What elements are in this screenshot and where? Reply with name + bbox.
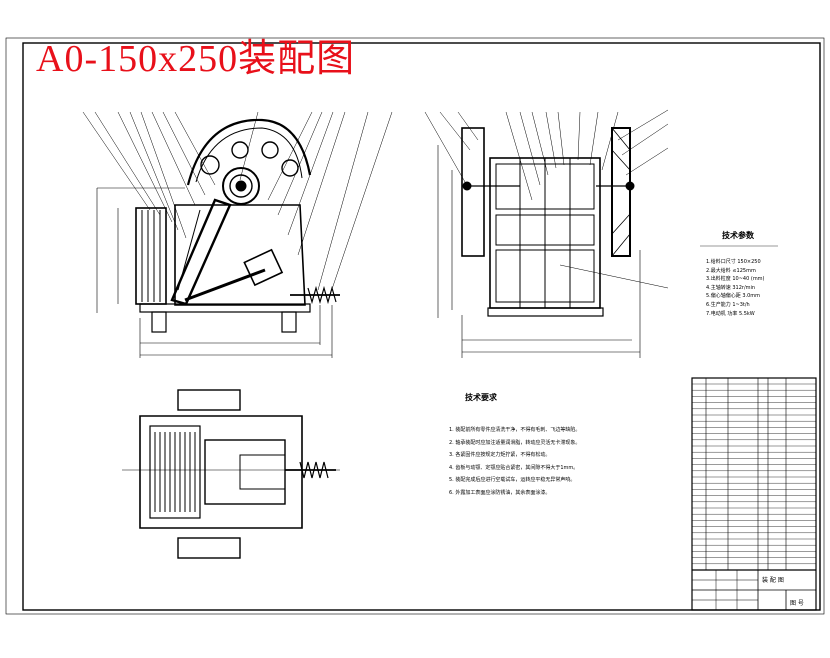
- drawing-title: A0-150x250装配图: [36, 38, 356, 80]
- tech-requirement-item: 3. 各紧固件应按规定力矩拧紧，不得有松动。: [449, 452, 551, 458]
- tech-param-item: 5.偏心轴偏心距 3.0mm: [706, 293, 761, 300]
- tech-requirement-item: 5. 装配完成后应进行空载试车，运转应平稳无异常声响。: [449, 477, 576, 483]
- tech-param-item: 1.给料口尺寸 150×250: [706, 259, 761, 265]
- tech-param-item: 7.电动机 功率 5.5kW: [706, 310, 755, 317]
- tech-requirement-item: 6. 外露加工表面应涂防锈油，其余表面涂漆。: [449, 489, 551, 496]
- side-view: [424, 109, 669, 358]
- parts-list-rows: [692, 383, 816, 564]
- tech-requirement-item: 1. 装配前所有零件应清洗干净，不得有毛刺、飞边等缺陷。: [449, 427, 581, 433]
- tech-requirement-item: 4. 齿板与动颚、定颚应贴合紧密，其间隙不得大于1mm。: [449, 464, 579, 471]
- title-block-drawing-label: 装 配 图: [762, 577, 784, 584]
- front-view: [82, 111, 393, 358]
- parts-list: [691, 377, 817, 611]
- inner-border: [22, 42, 821, 611]
- top-view: [122, 389, 340, 559]
- title-block-footer-label: 图 号: [790, 600, 804, 607]
- tech-params-heading: 技术参数: [722, 231, 754, 240]
- tech-param-item: 3.出料粒度 10~40 (mm): [706, 276, 765, 283]
- tech-params-list: 1.给料口尺寸 150×250 2.最大给料 ≤125mm 3.出料粒度 10~…: [706, 258, 765, 318]
- tech-requirements-list: 1. 装配前所有零件应清洗干净，不得有毛刺、飞边等缺陷。 2. 轴承装配时应加注…: [449, 424, 580, 499]
- outer-border: [5, 37, 825, 615]
- tech-param-item: 6.生产能力 1~3t/h: [706, 301, 750, 308]
- tech-requirement-item: 2. 轴承装配时应加注适量润滑脂，转动应灵活无卡滞现象。: [449, 439, 581, 446]
- tech-param-item: 4.主轴转速 312r/min: [706, 284, 756, 291]
- tech-param-item: 2.最大给料 ≤125mm: [706, 267, 756, 274]
- tech-requirements-heading: 技术要求: [465, 393, 497, 402]
